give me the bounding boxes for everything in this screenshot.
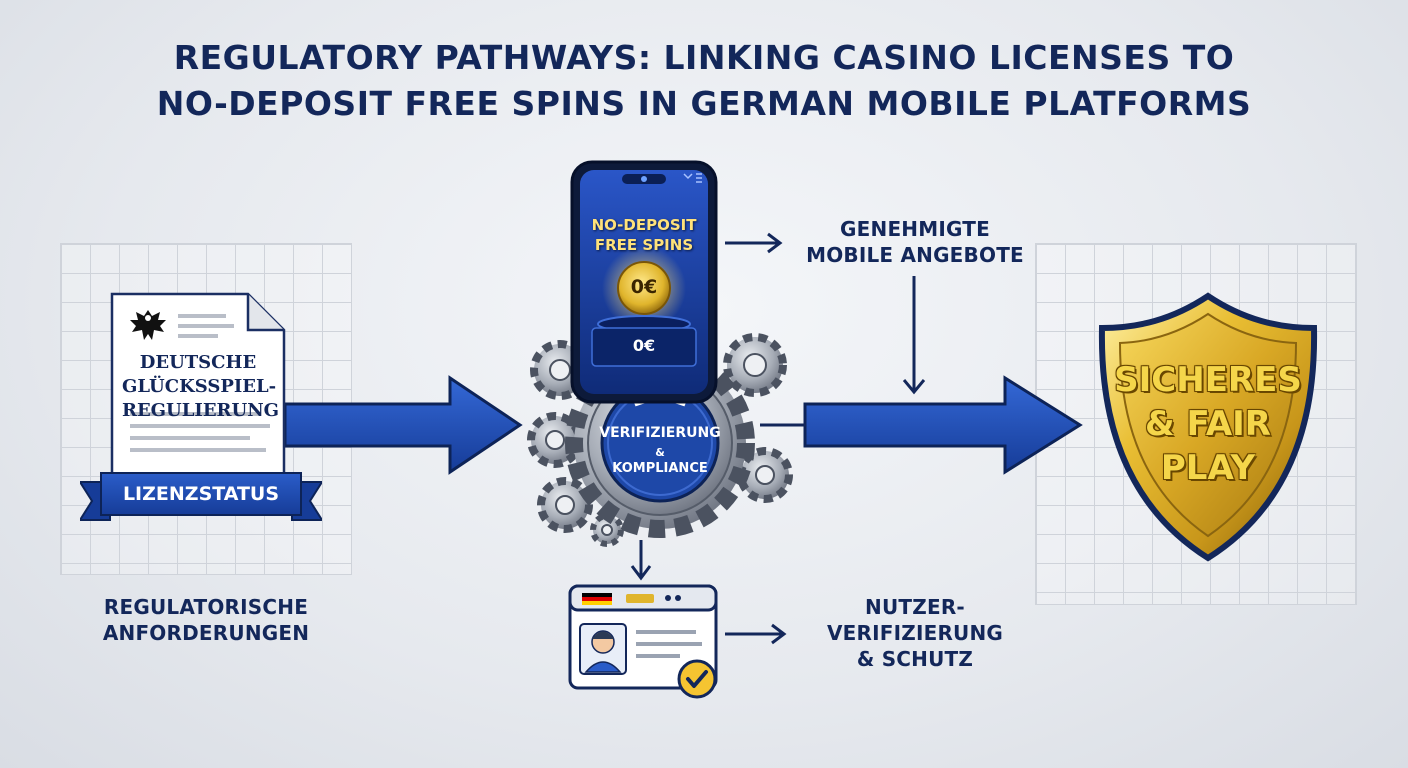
document-title-line-1: DEUTSCHE [139, 352, 257, 373]
phone-coin-value: 0€ [630, 276, 658, 298]
diagram-title-line-2: NO-DEPOSIT FREE SPINS IN GERMAN MOBILE P… [156, 84, 1252, 123]
arrow-approved-down [902, 276, 926, 395]
user-id-card [568, 584, 728, 699]
phone-bottom-value: 0€ [632, 336, 656, 355]
shield-text-line-2: & FAIR [1145, 404, 1271, 444]
small-gear-bottom-left [537, 477, 593, 533]
federal-eagle-icon [130, 310, 166, 340]
safe-fair-play-shield [1098, 292, 1318, 562]
small-gear-top-right [723, 333, 787, 397]
arrow-gears-to-shield [803, 375, 1083, 475]
small-gear-right [737, 447, 793, 503]
mobile-phone: NO-DEPOSIT FREE SPINS 0€ 0€ [568, 160, 720, 405]
regulatory-requirements-line-2: ANFORDERUNGEN [102, 621, 310, 645]
user-verification-line-3: & SCHUTZ [856, 647, 974, 671]
gear-label-line-3: KOMPLIANCE [612, 461, 708, 476]
gear-label-line-2: & [655, 446, 665, 459]
phone-banner-line-2: FREE SPINS [594, 236, 694, 254]
document-title-line-2: GLÜCKSSPIEL- [122, 376, 277, 397]
license-status-ribbon: LIZENZSTATUS [100, 472, 302, 516]
shield-text-line-1: SICHERES [1114, 360, 1302, 400]
gear-label-line-1: VERIFIZIERUNG [599, 425, 721, 441]
approved-offers-line-2: MOBILE ANGEBOTE [806, 243, 1024, 267]
arrow-phone-to-approved [725, 232, 783, 254]
arrow-license-to-gears [283, 375, 523, 475]
user-verification-line-2: VERIFIZIERUNG [826, 621, 1004, 645]
approved-offers-line-1: GENEHMIGTE [840, 217, 990, 241]
document-title-line-3: REGULIERUNG [122, 400, 280, 421]
arrow-gears-to-id [630, 540, 652, 581]
phone-banner-line-1: NO-DEPOSIT [591, 216, 697, 234]
id-card-body [568, 584, 718, 690]
document-paper [110, 292, 286, 490]
regulatory-requirements-line-1: REGULATORISCHE [103, 595, 309, 619]
arrow-id-to-user-caption [725, 623, 787, 645]
small-gear-bottom [590, 513, 624, 547]
diagram-title-line-1: REGULATORY PATHWAYS: LINKING CASINO LICE… [173, 38, 1235, 77]
user-verification-line-1: NUTZER- [865, 595, 965, 619]
license-document: DEUTSCHE GLÜCKSSPIEL- REGULIERUNG [108, 292, 288, 492]
verified-check-icon [677, 659, 717, 699]
phone-body [570, 160, 718, 404]
shield-text-line-3: PLAY [1160, 448, 1256, 488]
